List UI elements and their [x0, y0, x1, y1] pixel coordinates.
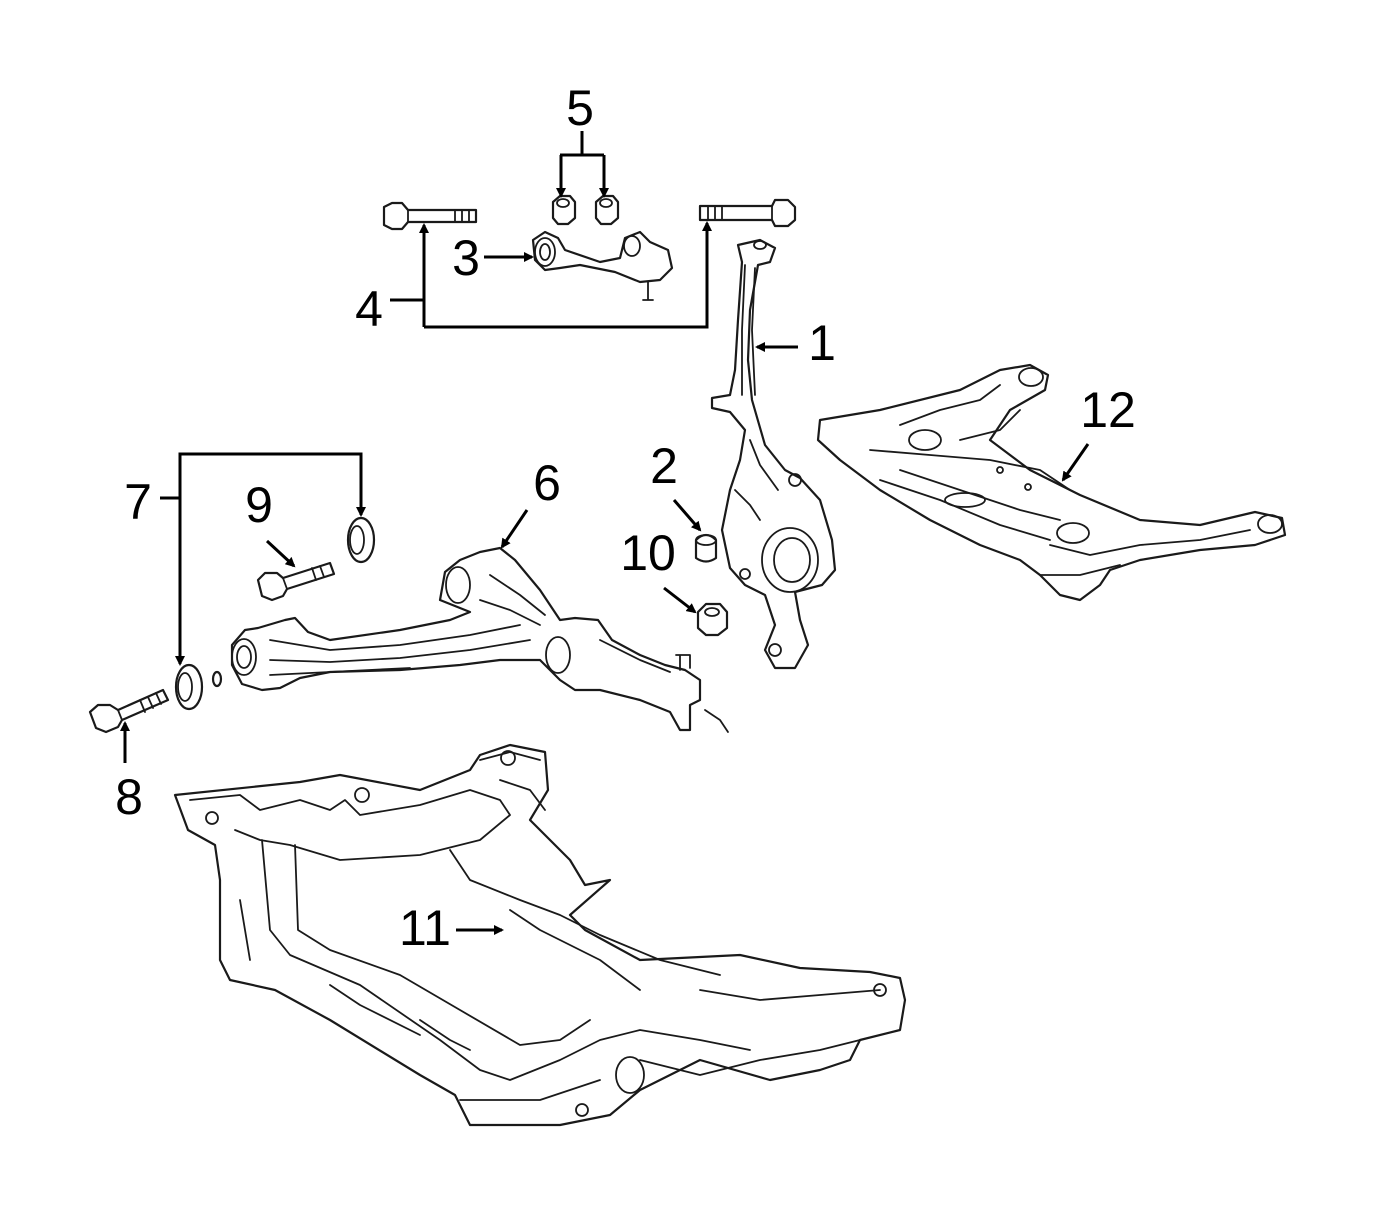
leader-12 — [1061, 443, 1090, 482]
callout-4: 4 — [355, 281, 383, 337]
steering-knuckle-part — [710, 238, 837, 670]
crossmember-part — [816, 363, 1287, 602]
knuckle-nut-part — [696, 602, 729, 637]
callout-5: 5 — [566, 80, 594, 136]
lower-arm-bushings-part — [174, 516, 376, 711]
leader-lines — [120, 131, 1090, 935]
callout-7: 7 — [124, 474, 152, 530]
callout-1: 1 — [808, 315, 836, 371]
callout-3: 3 — [452, 230, 480, 286]
upper-arm-nuts-part — [551, 194, 620, 226]
callout-8: 8 — [115, 769, 143, 825]
leader-2 — [672, 499, 702, 532]
knuckle-bushing-part — [694, 533, 718, 563]
callout-2: 2 — [650, 438, 678, 494]
callout-10: 10 — [620, 525, 676, 581]
callout-6: 6 — [533, 455, 561, 511]
callout-9: 9 — [245, 477, 273, 533]
callout-12: 12 — [1080, 382, 1136, 438]
bushing-bolt-part — [256, 561, 336, 602]
leader-9 — [265, 539, 296, 568]
front-subframe-part — [173, 743, 907, 1127]
lower-control-arm-part — [230, 546, 729, 733]
leader-4-right — [424, 221, 712, 329]
leader-10 — [663, 586, 697, 614]
leader-6 — [500, 509, 529, 549]
lower-arm-bolt-part — [88, 688, 170, 734]
upper-arm-bolts-part — [382, 198, 797, 231]
upper-control-arm-part — [531, 230, 674, 301]
callout-11: 11 — [399, 900, 451, 956]
